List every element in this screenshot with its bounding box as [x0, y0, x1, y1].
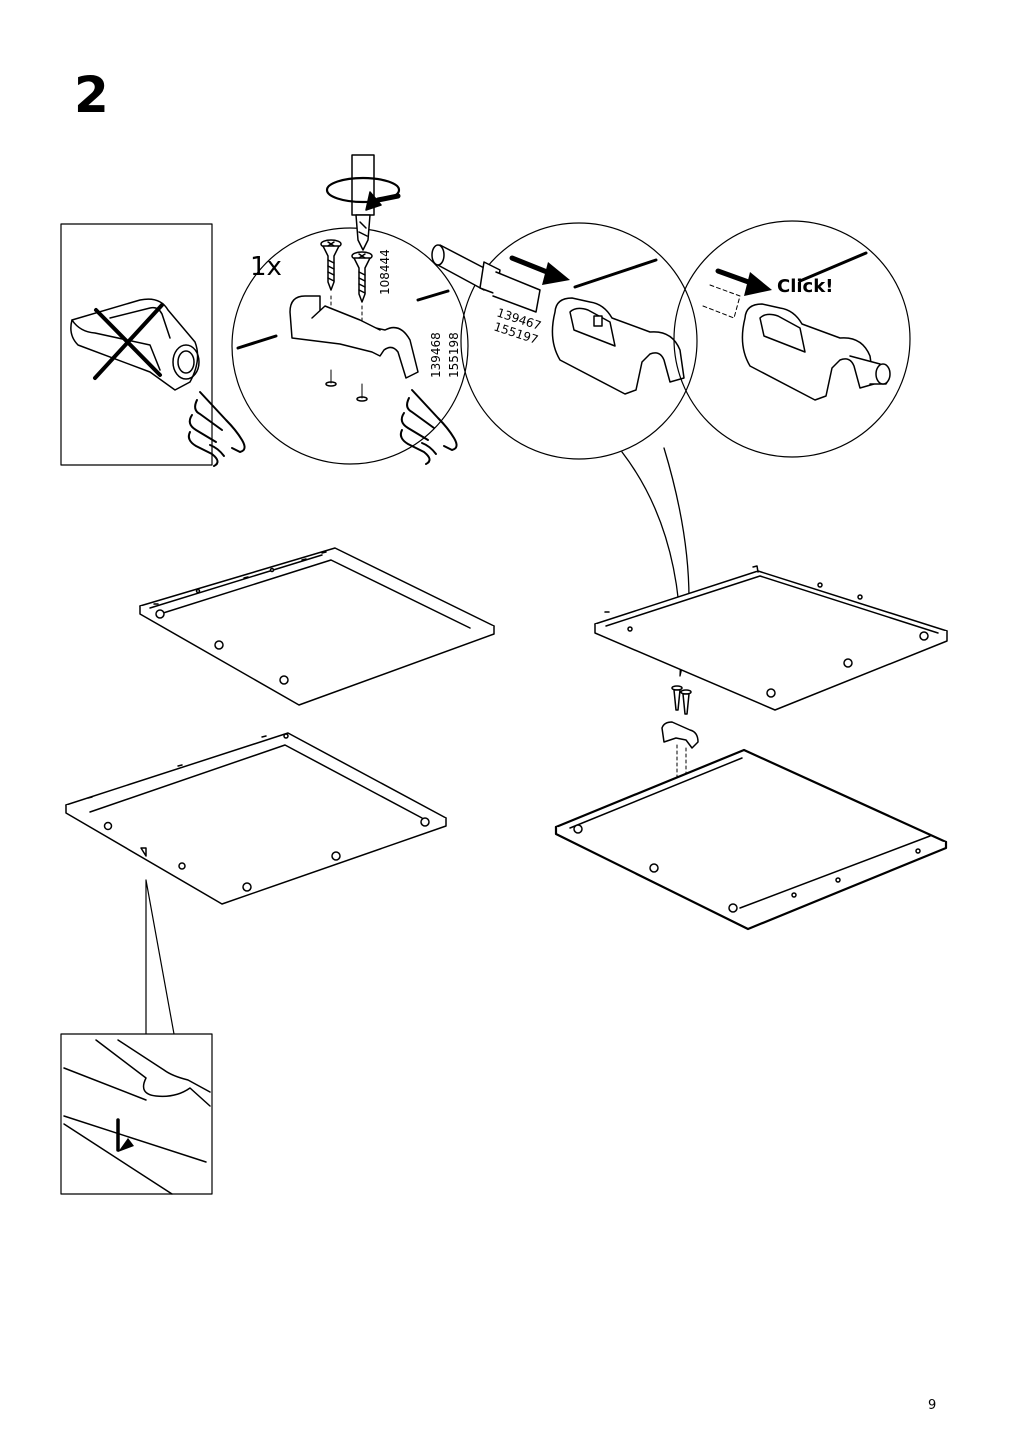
click-label: Click!	[777, 276, 833, 297]
pin-insert-circle: 139467 155197	[431, 222, 698, 460]
panel-top-left	[139, 547, 495, 706]
clip-wrong-icon	[70, 298, 200, 391]
hand-pointer-icon	[187, 391, 246, 467]
screw-part-code: 108444	[378, 249, 392, 295]
wall-clip-icon	[551, 297, 685, 395]
clip-assembly-right	[661, 685, 699, 797]
screw-icon	[320, 239, 342, 291]
screw-icon	[351, 251, 373, 303]
wall-clip-icon	[741, 303, 891, 401]
wall-clip-icon	[289, 295, 419, 379]
push-arrow-icon	[715, 268, 772, 296]
quantity-label: 1x	[250, 252, 282, 282]
screw-detail-circle: 1x 108444 139468 155198	[231, 154, 469, 465]
clip-part-code-a: 139468	[429, 332, 443, 378]
wrong-orientation-panel	[60, 223, 246, 467]
detail-callout-pointer	[145, 879, 175, 1035]
page-number: 9	[928, 1398, 937, 1413]
clip-part-code-b: 155198	[447, 332, 461, 378]
pin-icon	[431, 244, 541, 313]
click-detail-circle: Click!	[673, 220, 911, 458]
down-arrow-icon	[116, 1118, 134, 1152]
callout-pointer	[621, 447, 690, 677]
hand-pointer-icon	[399, 389, 458, 465]
screw-icon	[671, 685, 692, 715]
notch-detail-panel	[60, 1033, 213, 1195]
rotation-arrow-icon	[325, 176, 401, 211]
cross-out-icon	[93, 303, 164, 380]
step-number: 2	[74, 66, 109, 124]
panel-bottom-left	[65, 732, 447, 905]
panel-top-right	[594, 565, 948, 711]
push-arrow-icon	[509, 255, 570, 285]
panel-bottom-right	[554, 748, 948, 931]
